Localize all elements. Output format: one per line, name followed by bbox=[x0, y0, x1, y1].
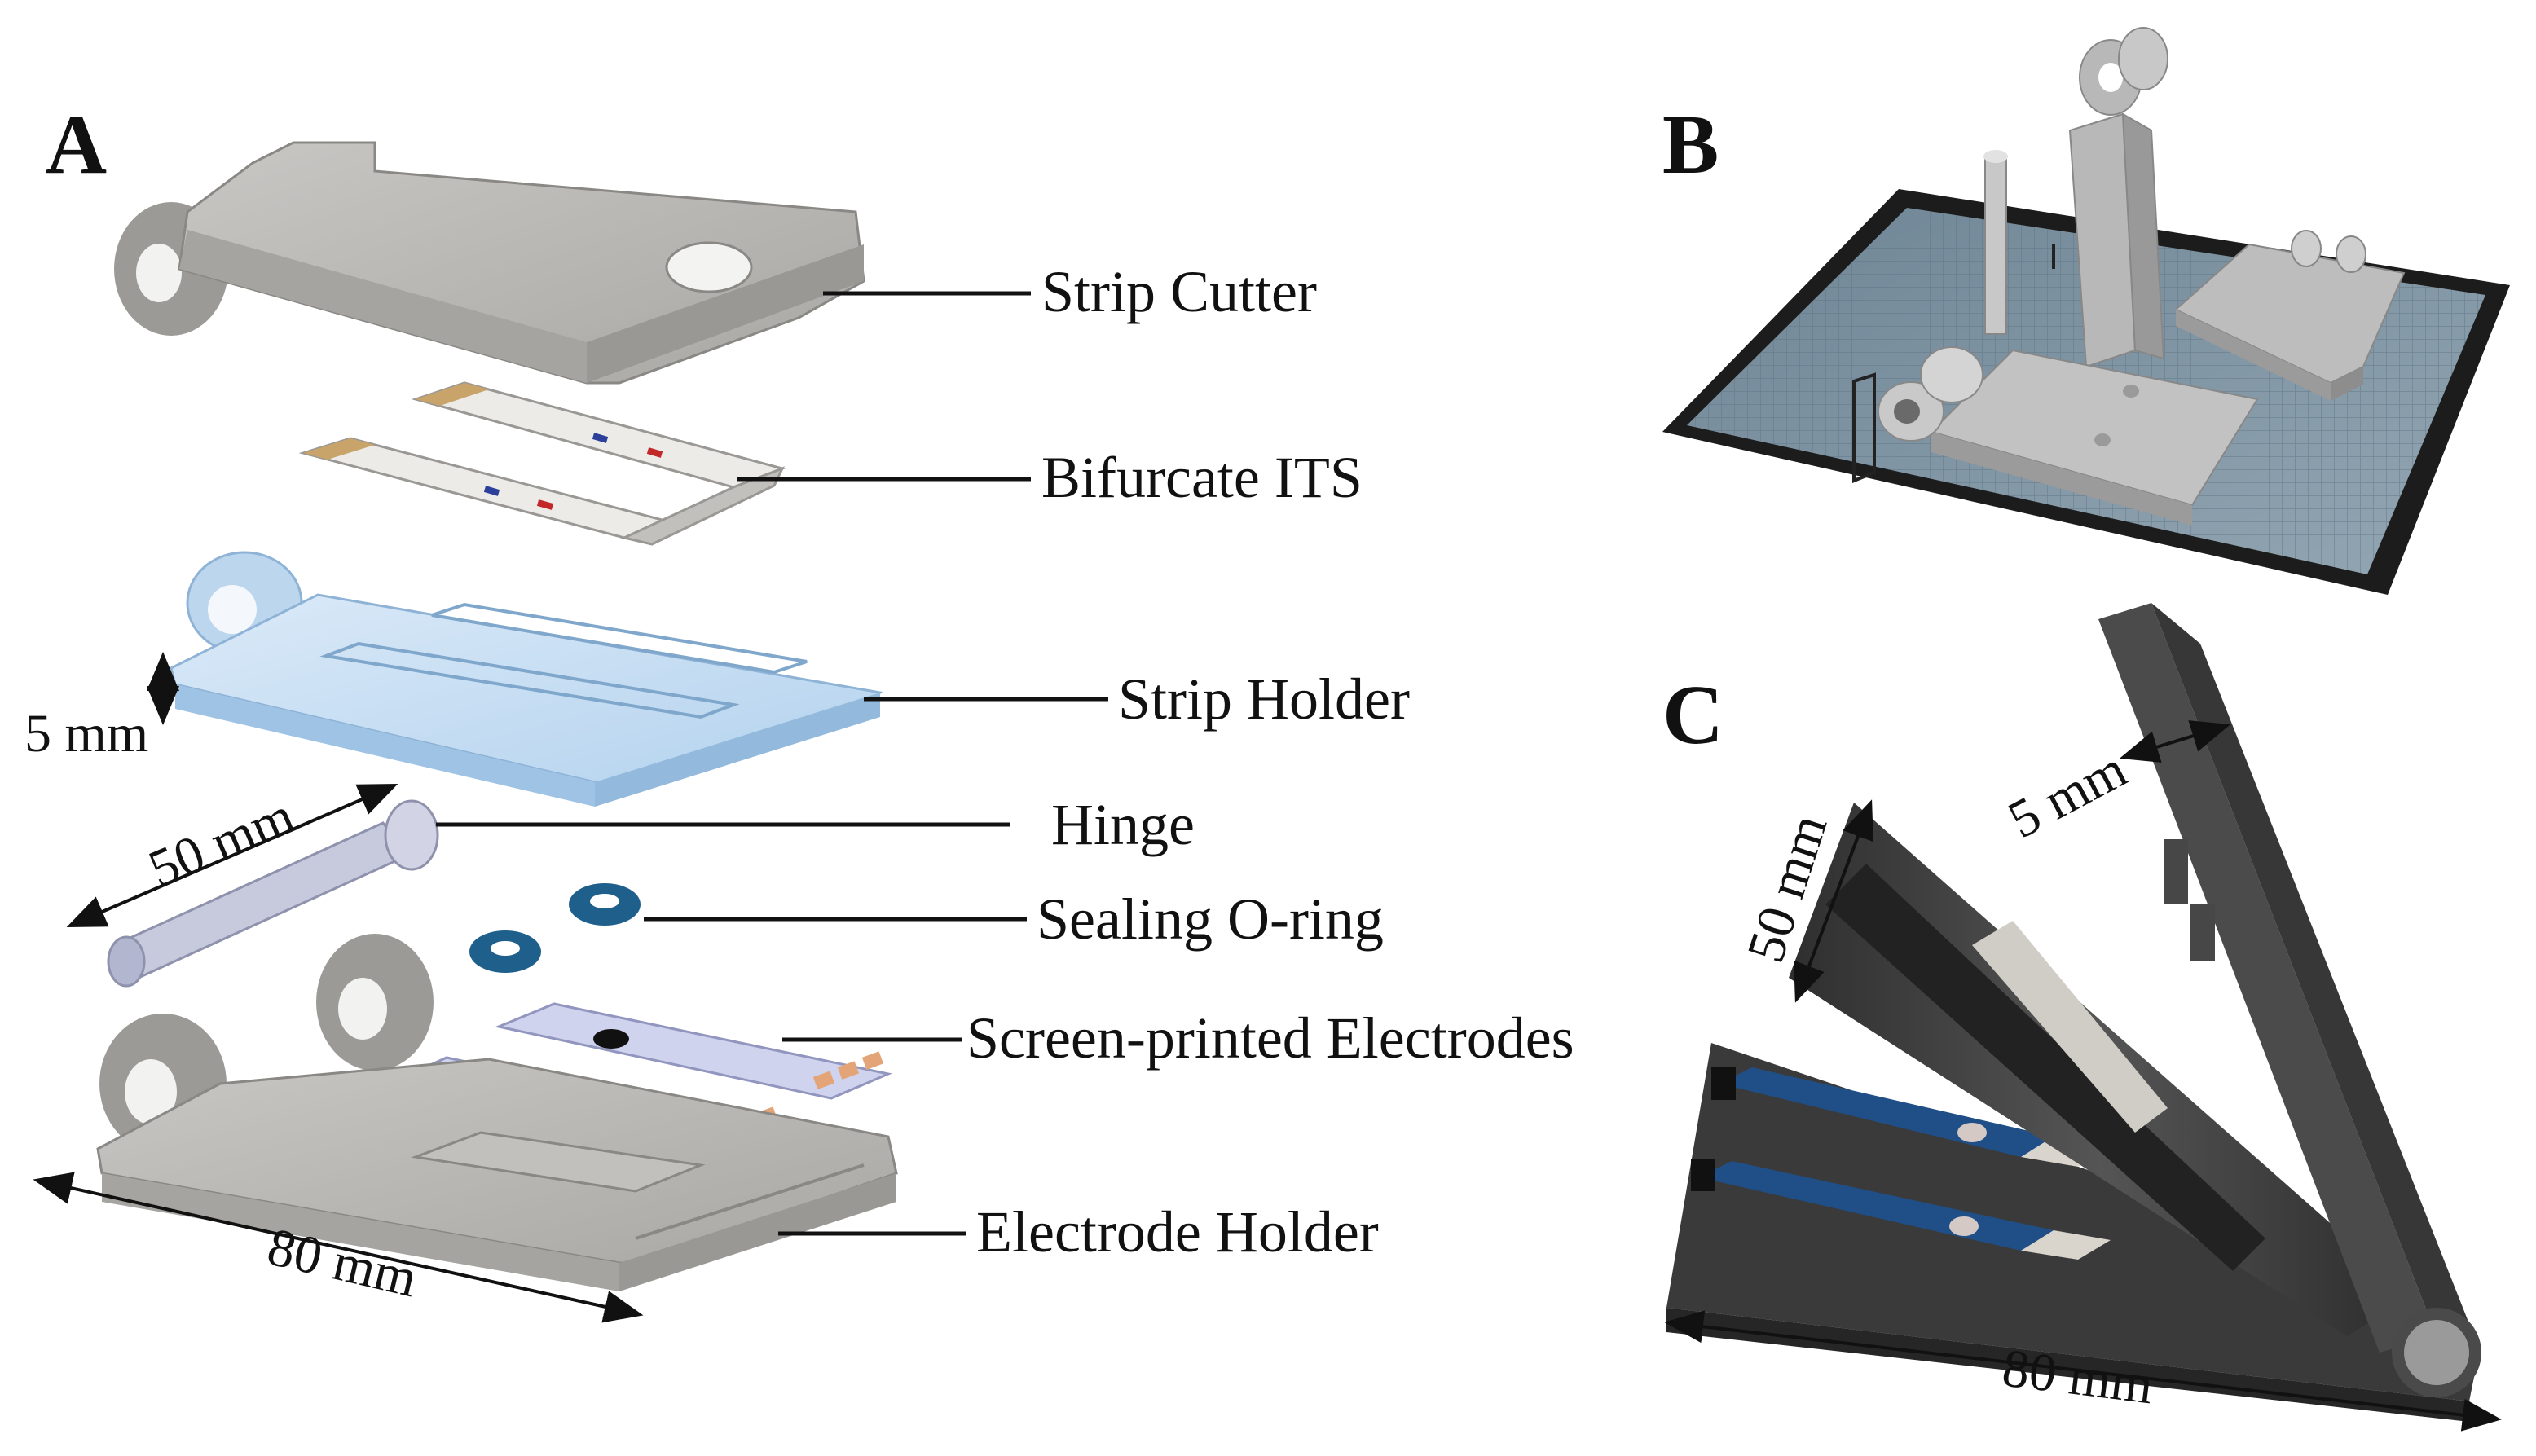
dimension-line-c-length bbox=[1794, 799, 1873, 1003]
dimension-line-electrode-holder-width bbox=[33, 1172, 644, 1323]
dimension-line-hinge-length bbox=[66, 784, 398, 927]
label-strip-cutter: Strip Cutter bbox=[1041, 259, 1317, 324]
label-screen-printed-electrodes: Screen-printed Electrodes bbox=[966, 1005, 1574, 1071]
strip-cutter-part bbox=[114, 141, 865, 385]
device-photo bbox=[1666, 603, 2481, 1422]
dim-c-thickness: 5 mm bbox=[1999, 739, 2137, 850]
dimension-line-c-width bbox=[1664, 1310, 2502, 1432]
label-strip-holder: Strip Holder bbox=[1118, 666, 1410, 732]
print-bed-parts bbox=[1878, 27, 2406, 526]
label-bifurcate-its: Bifurcate ITS bbox=[1041, 445, 1363, 510]
sealing-o-ring-part bbox=[469, 883, 641, 973]
panel-letter-b: B bbox=[1662, 98, 1719, 191]
bifurcate-its-part bbox=[298, 381, 786, 546]
dimension-line-c-thickness bbox=[2119, 720, 2231, 763]
label-electrode-holder: Electrode Holder bbox=[976, 1199, 1379, 1265]
strip-holder-part bbox=[170, 551, 883, 807]
panel-letter-a: A bbox=[46, 98, 107, 191]
label-sealing-o-ring: Sealing O-ring bbox=[1037, 886, 1384, 952]
electrode-holder-part bbox=[96, 934, 898, 1291]
dim-a-thickness: 5 mm bbox=[24, 704, 148, 763]
panel-letter-c: C bbox=[1662, 668, 1724, 762]
label-hinge: Hinge bbox=[1051, 792, 1195, 857]
